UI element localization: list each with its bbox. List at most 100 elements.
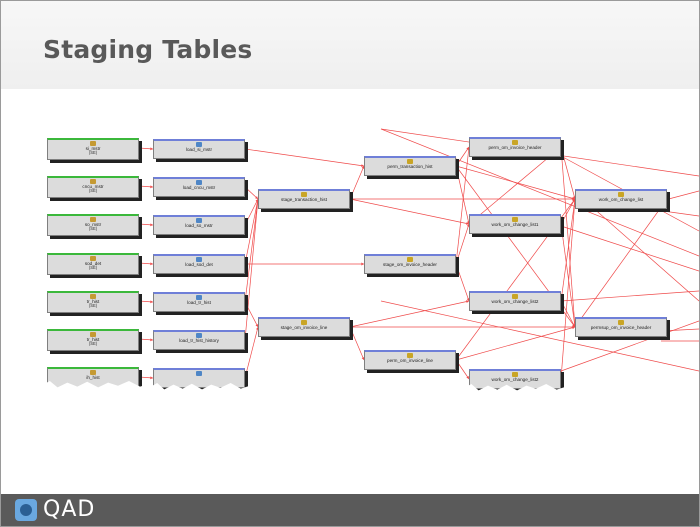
diagram-edge-stage_transaction_hist-to-work_om_change_list1 [349,198,470,225]
node-work_om_change_list2a: work_om_change_list2 [469,291,561,311]
node-si_mstr: si_mstr(SE) [47,138,139,160]
node-work_om_change_list1: work_om_change_list1 [469,214,561,234]
table-icon [90,141,96,146]
node-label: work_om_change_list2 [491,377,539,382]
diagram-arrowhead [572,196,575,200]
node-label: load_cncu_mstr [182,185,216,190]
diagram-arrowhead [255,324,259,327]
diagram-arrowhead [466,224,470,227]
diagram-edge-offscreen [560,320,699,372]
node-tr_hist2: tr_hist(SE) [47,329,139,351]
table-icon [90,370,96,375]
qad-logo-text: QAD [43,497,96,522]
cropped-edge [149,383,251,399]
node-label: stage_om_invoice_line [280,325,328,330]
diagram-arrowhead [572,324,576,327]
diagram-edge-load_si_mstr-to-perm_transaction_hist [244,148,365,167]
diagram-edge-offscreen [380,300,699,372]
load-icon [196,218,202,223]
node-sublabel: (SE) [88,150,98,155]
diagram-arrowhead [361,357,365,360]
diagram-edge-stage_om_invoice_header-to-perm_om_invoice_header [455,146,470,265]
table-icon [90,217,96,222]
load-icon [196,142,202,147]
node-label: perm_om_invoice_line [387,358,433,363]
diagram-arrowhead [150,338,153,342]
node-label: work_om_change_list1 [491,222,539,227]
diagram-edge-work_om_change_list-to-permsup_om_invoice_header [574,198,668,328]
title-band [1,1,699,89]
table-icon [90,256,96,261]
node-sublabel: (SE) [88,226,98,231]
diagram-edge-stage_om_invoice_header-to-work_om_change_list1 [455,223,470,265]
node-label: load_si_mstr [185,147,213,152]
diagram-arrowhead [466,298,470,301]
diagram-arrowhead [466,222,469,225]
cropped-edge [463,384,567,400]
node-sod_det: sod_det(SE) [47,253,139,275]
diagram-edge-work_om_change_list2b-to-work_om_change_list [560,198,576,380]
node-label: si_mstr [85,146,101,151]
diagram-edge-work_om_change_list1-to-permsup_om_invoice_header [560,223,576,328]
node-label: cncu_mstr [82,184,104,189]
node-so_mstr: so_mstr(SE) [47,214,139,236]
node-label: ih_hist [86,375,100,380]
diagram-arrowhead [150,262,153,266]
diagram-edge-stage_transaction_hist-to-perm_transaction_hist [349,165,365,200]
diagram-arrowhead [361,262,364,266]
node-perm_om_invoice_header: perm_om_invoice_header [469,137,561,157]
diagram-edge-perm_om_invoice_header-to-work_om_change_list1 [468,146,562,225]
stage-icon [512,372,518,377]
diagram-arrowhead [572,326,575,330]
diagram-edge-perm_om_invoice_header-to-permsup_om_invoice_header [560,146,576,328]
node-label: perm_transaction_hist [387,164,433,169]
load-icon [196,180,202,185]
node-sublabel: (SE) [88,188,98,193]
diagram-edge-perm_om_invoice_line-to-work_om_change_list2b [455,359,470,380]
node-label: work_om_change_list2 [491,299,539,304]
node-load_si_mstr: load_si_mstr [153,139,245,159]
node-perm_transaction_hist: perm_transaction_hist [364,156,456,176]
diagram-edge-offscreen [660,190,699,202]
node-stage_transaction_hist: stage_transaction_hist [258,189,350,209]
node-label: tr_hist [86,299,100,304]
node-label: load_tr_hist [187,300,211,305]
diagram-edge-perm_transaction_hist-to-perm_om_invoice_header [455,146,470,167]
load-icon [196,333,202,338]
cropped-edge [41,381,151,397]
diagram-edge-perm_transaction_hist-to-work_om_change_list [455,165,576,200]
diagram-arrowhead [150,300,153,304]
node-load_sod_det: load_sod_det [153,254,245,274]
diagram-edge-stage_om_invoice_header-to-work_om_change_list2a [455,263,470,302]
node-label: load_tr_hist_history [179,338,219,343]
node-label: stage_transaction_hist [281,197,327,202]
node-label: tr_hist [86,337,100,342]
node-load_tr_hist_history: load_tr_hist_history [153,330,245,350]
node-label: work_om_change_list [598,197,644,202]
stage-icon [301,320,307,325]
node-sublabel: (SE) [88,341,98,346]
node-stage_om_invoice_line: stage_om_invoice_line [258,317,350,337]
node-label: so_mstr [84,222,102,227]
diagram-edge-load_ih-to-stage_om_invoice_line [244,326,259,379]
node-sublabel: (SE) [88,303,98,308]
node-work_om_change_list2b: work_om_change_list2 [469,369,561,389]
diagram-arrowhead [150,376,153,380]
load-icon [196,295,202,300]
node-label: sod_det [84,261,102,266]
diagram-edge-perm_om_invoice_line-to-permsup_om_invoice_header [455,326,576,361]
node-load_cncu_mstr: load_cncu_mstr [153,177,245,197]
stage-icon [512,294,518,299]
diagram-edge-offscreen [660,328,699,332]
slide-title: Staging Tables [43,35,253,64]
diagram-arrowhead [361,166,365,169]
diagram-edge-offscreen [560,225,699,272]
table-icon [90,179,96,184]
node-label: load_so_mstr [185,223,213,228]
diagram-edge-offscreen [380,128,699,257]
diagram-edge-load_cncu_mstr-to-stage_transaction_hist [244,186,259,200]
load-icon [196,257,202,262]
stage-icon [407,353,413,358]
stage-icon [618,192,624,197]
